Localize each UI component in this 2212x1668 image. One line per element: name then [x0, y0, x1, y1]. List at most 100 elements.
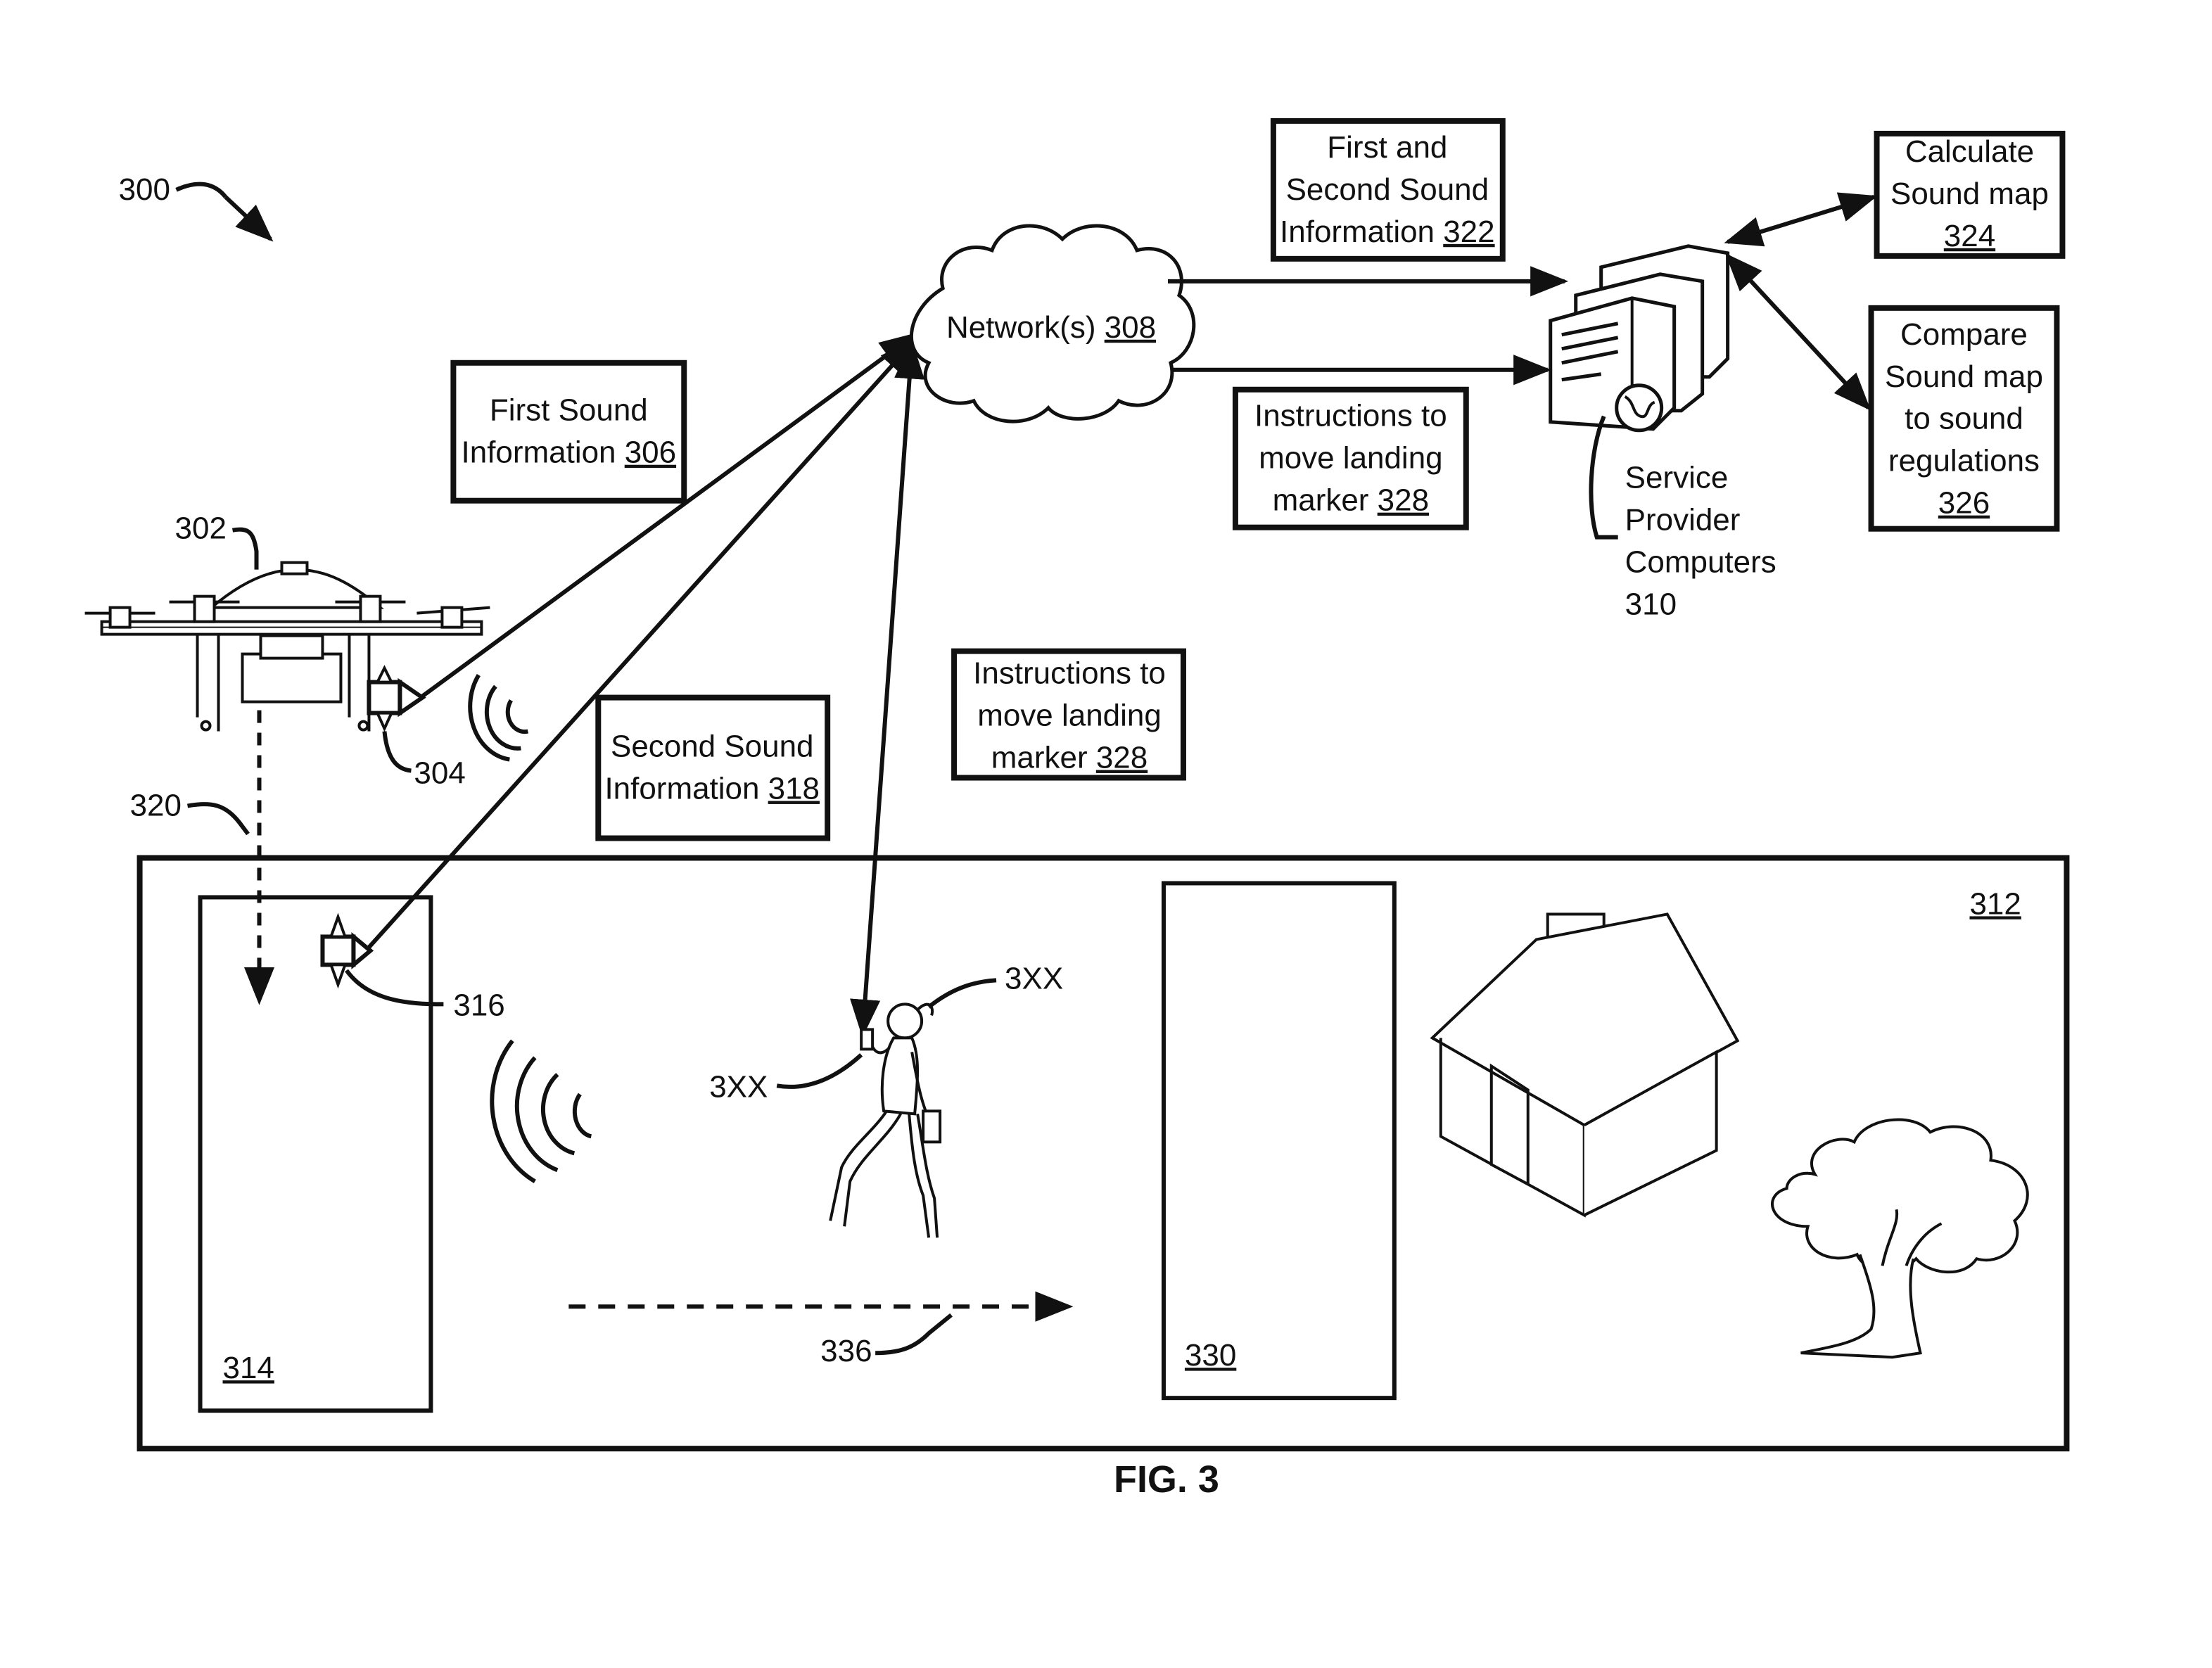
- drone-sensor-304: 304: [369, 668, 465, 791]
- instructions-top-line2: move landing: [1259, 441, 1443, 476]
- first-second-sound-box: First and Second Sound Information 322: [1273, 121, 1503, 259]
- compare-ref: 326: [1938, 486, 1990, 521]
- ground-sensor-tip-bottom: [331, 964, 345, 984]
- drone-ref-label: 302: [175, 511, 227, 546]
- compare-line1: Compare: [1900, 317, 2028, 352]
- network-cloud-308: Network(s) 308: [911, 226, 1193, 421]
- server-compare-arrow: [1728, 256, 1869, 408]
- move-arrow-336: 336: [568, 1306, 1069, 1368]
- second-sound-info-box: Second Sound Information 318: [598, 698, 827, 839]
- ground-sensor-ref-label: 316: [453, 988, 504, 1022]
- instructions-top-word: marker: [1273, 483, 1369, 518]
- instructions-mid-box: Instructions to move landing marker 328: [954, 651, 1183, 778]
- server-label-line3: Computers: [1625, 545, 1776, 580]
- server-leader: [1591, 416, 1617, 537]
- network-to-person-line: [863, 345, 912, 1034]
- drone-path-leader: [188, 804, 248, 834]
- new-location-ref-label: 330: [1185, 1338, 1236, 1373]
- server-calculate-arrow: [1728, 197, 1874, 242]
- first-sound-info-box: First Sound Information 306: [453, 363, 684, 501]
- drone-sensor-tip-top: [377, 668, 391, 682]
- instructions-top-ref: 328: [1378, 483, 1429, 518]
- instructions-mid-line1: Instructions to: [973, 656, 1166, 691]
- ground-sensor-316: 316: [322, 917, 504, 1022]
- house-icon: [1432, 914, 1738, 1215]
- drone-sensor-body: [369, 682, 400, 713]
- drone-sensor-leader: [384, 732, 411, 771]
- instructions-top-box: Instructions to move landing marker 328: [1235, 390, 1466, 528]
- network-label-text: Network(s): [946, 310, 1096, 345]
- second-sound-info-line2: Information 318: [604, 772, 820, 806]
- instructions-mid-line2: move landing: [977, 699, 1162, 733]
- server-label-line2: Provider: [1625, 503, 1741, 537]
- first-sound-info-word: Information: [462, 435, 616, 470]
- compare-line2: Sound map: [1885, 359, 2043, 394]
- compare-line4: regulations: [1888, 444, 2040, 478]
- move-arrow-leader: [875, 1315, 951, 1353]
- first-sound-info-line2: Information 306: [462, 435, 677, 470]
- figure-ref-300: 300: [119, 172, 271, 239]
- figure-caption: FIG. 3: [1114, 1458, 1219, 1501]
- instructions-top-line1: Instructions to: [1254, 399, 1447, 433]
- compare-box: Compare Sound map to sound regulations 3…: [1871, 308, 2057, 529]
- landing-marker-frame: [201, 897, 431, 1411]
- first-second-line2: Second Sound: [1286, 172, 1489, 207]
- service-provider-computers-310: Service Provider Computers 310: [1551, 246, 1776, 622]
- move-arrow-ref-label: 336: [820, 1334, 872, 1368]
- first-second-line1: First and: [1327, 130, 1447, 165]
- figure-ref-label: 300: [119, 172, 170, 207]
- network-label-ref: 308: [1105, 310, 1156, 345]
- person-ref-b-leader: [777, 1055, 861, 1087]
- first-second-word: Information: [1280, 215, 1435, 249]
- calculate-box: Calculate Sound map 324: [1877, 134, 2063, 256]
- calculate-line2: Sound map: [1890, 177, 2049, 211]
- landing-marker-ref-label: 314: [223, 1351, 274, 1385]
- ground-sound-waves: [492, 1040, 591, 1181]
- compare-line3: to sound: [1905, 402, 2023, 436]
- drone-sensor-horn: [400, 682, 422, 713]
- server-label-line1: Service: [1625, 461, 1729, 495]
- figure-ref-leader: [177, 184, 226, 197]
- person-ref-a-leader: [929, 980, 996, 1007]
- server-label-line4: 310: [1625, 587, 1677, 622]
- new-location-frame: [1164, 883, 1394, 1398]
- drone-path-ref-label: 320: [130, 789, 182, 823]
- second-sound-info-frame: [598, 698, 827, 839]
- first-second-ref: 322: [1443, 215, 1494, 249]
- second-sound-info-word: Information: [604, 772, 759, 806]
- area-312-frame: [140, 858, 2067, 1449]
- drone-sensor-ref-label: 304: [414, 756, 465, 791]
- globe-icon: [1617, 386, 1662, 431]
- drone-sound-waves: [470, 675, 528, 760]
- first-second-line3: Information 322: [1280, 215, 1495, 249]
- ground-sensor-horn: [353, 936, 370, 964]
- network-label: Network(s) 308: [946, 310, 1156, 345]
- person-figure: [830, 1004, 940, 1237]
- instructions-top-line3: marker 328: [1273, 483, 1429, 518]
- new-location-330: 330: [1164, 883, 1394, 1398]
- drone-sensor-tip-bottom: [377, 713, 391, 729]
- person-ref-b-label: 3XX: [709, 1069, 768, 1104]
- second-sound-info-ref: 318: [768, 772, 820, 806]
- tree-icon: [1772, 1119, 2028, 1357]
- drone-package: [243, 654, 341, 702]
- instructions-mid-line3: marker 328: [991, 741, 1148, 775]
- drone-package-holder: [261, 636, 323, 658]
- figure-ref-arrow: [226, 197, 271, 239]
- instructions-mid-ref: 328: [1096, 741, 1148, 775]
- area-ref-label: 312: [1969, 886, 2021, 921]
- drone-302: 302: [85, 511, 490, 732]
- ground-sensor-body: [322, 936, 353, 964]
- first-sound-info-frame: [453, 363, 684, 501]
- second-sound-info-line1: Second Sound: [611, 730, 813, 764]
- drone-ref-leader: [233, 530, 257, 570]
- first-sound-info-line1: First Sound: [490, 393, 648, 428]
- first-sound-info-ref: 306: [625, 435, 676, 470]
- landing-marker-314: 314: [201, 897, 431, 1411]
- calculate-ref: 324: [1944, 219, 1995, 253]
- instructions-mid-word: marker: [991, 741, 1088, 775]
- calculate-line1: Calculate: [1905, 134, 2034, 169]
- drone-dome-cap: [281, 563, 307, 574]
- person-ref-a-label: 3XX: [1005, 961, 1063, 995]
